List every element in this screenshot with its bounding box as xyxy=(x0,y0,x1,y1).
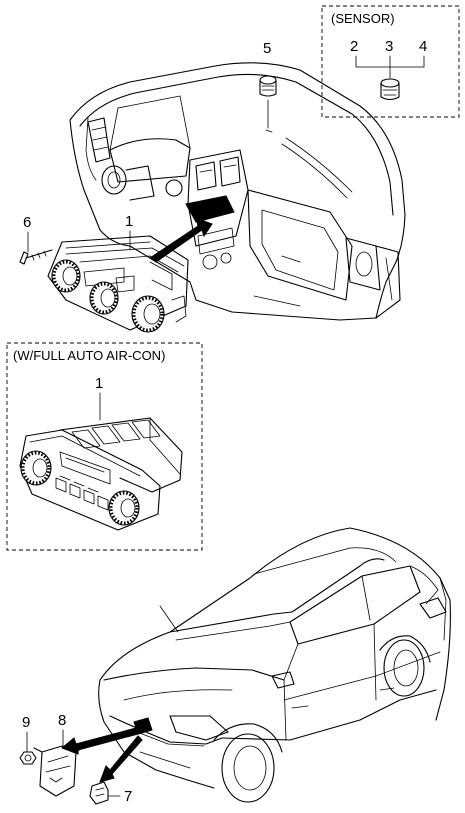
dashboard-illustration xyxy=(69,62,406,321)
callout-3: 3 xyxy=(385,38,393,55)
right-knob xyxy=(131,295,165,333)
callout-1-top: 1 xyxy=(125,213,133,230)
sensor-part xyxy=(380,78,400,101)
car-illustration xyxy=(98,527,451,803)
heater-control-unit xyxy=(47,235,189,333)
auto-control-unit xyxy=(19,417,183,531)
sensor-box: (SENSOR) 2 3 4 xyxy=(321,5,460,118)
callout-1-box: 1 xyxy=(95,375,103,392)
install-arrow-sensor xyxy=(99,735,143,783)
callout-7-group: 7 xyxy=(89,781,132,805)
callout-8: 8 xyxy=(58,712,66,729)
callout-9: 9 xyxy=(22,714,30,731)
callout-8-group: 8 xyxy=(33,712,83,797)
left-knob xyxy=(51,259,81,293)
sensor-box-title: (SENSOR) xyxy=(331,11,395,26)
install-arrow-top xyxy=(149,217,213,263)
callout-7: 7 xyxy=(124,788,132,805)
callout-4: 4 xyxy=(419,38,427,55)
callout-5: 5 xyxy=(263,40,271,57)
callout-6: 6 xyxy=(23,214,31,231)
center-knob xyxy=(89,281,119,315)
auto-aircon-box: (W/FULL AUTO AIR-CON) 1 xyxy=(6,342,203,551)
callout-5-group: 5 xyxy=(259,40,277,133)
install-arrow-amb xyxy=(61,727,139,755)
auto-box-title: (W/FULL AUTO AIR-CON) xyxy=(13,348,165,363)
callout-2: 2 xyxy=(350,38,358,55)
callout-6-group: 6 xyxy=(19,214,53,265)
callout-9-group: 9 xyxy=(19,714,37,765)
